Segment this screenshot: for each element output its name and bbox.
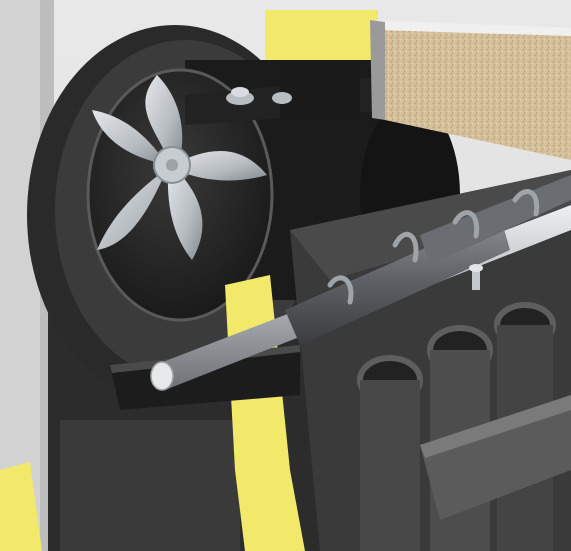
retaining-clip [392,231,419,263]
board-edge-top [370,20,571,36]
lower-housing-panel [60,420,240,551]
fan-blade [92,110,172,165]
front-plate [420,395,571,520]
fan-blade [97,165,172,250]
front-plate-top [420,395,571,458]
retaining-clip [512,189,540,217]
insulation-left [0,462,42,551]
burner-tube-body [360,380,420,551]
shaft-end [150,361,174,391]
fan-impeller [92,75,267,260]
fan-blade [172,151,267,181]
fan-blade [145,75,183,165]
fan-hub-bolt [166,159,178,171]
bracket-plate [280,60,360,120]
retaining-clip [452,210,480,239]
burner-block-top [290,170,571,280]
refractory-board [378,25,571,160]
bracket-bolt [226,87,254,105]
board-frame [370,20,385,120]
bracket-bolt [272,92,292,104]
retaining-clips [327,189,540,305]
fan-blade [167,165,203,260]
adjust-screw [469,264,483,290]
retaining-clip [327,275,354,305]
fan-opening-lip [86,68,274,322]
